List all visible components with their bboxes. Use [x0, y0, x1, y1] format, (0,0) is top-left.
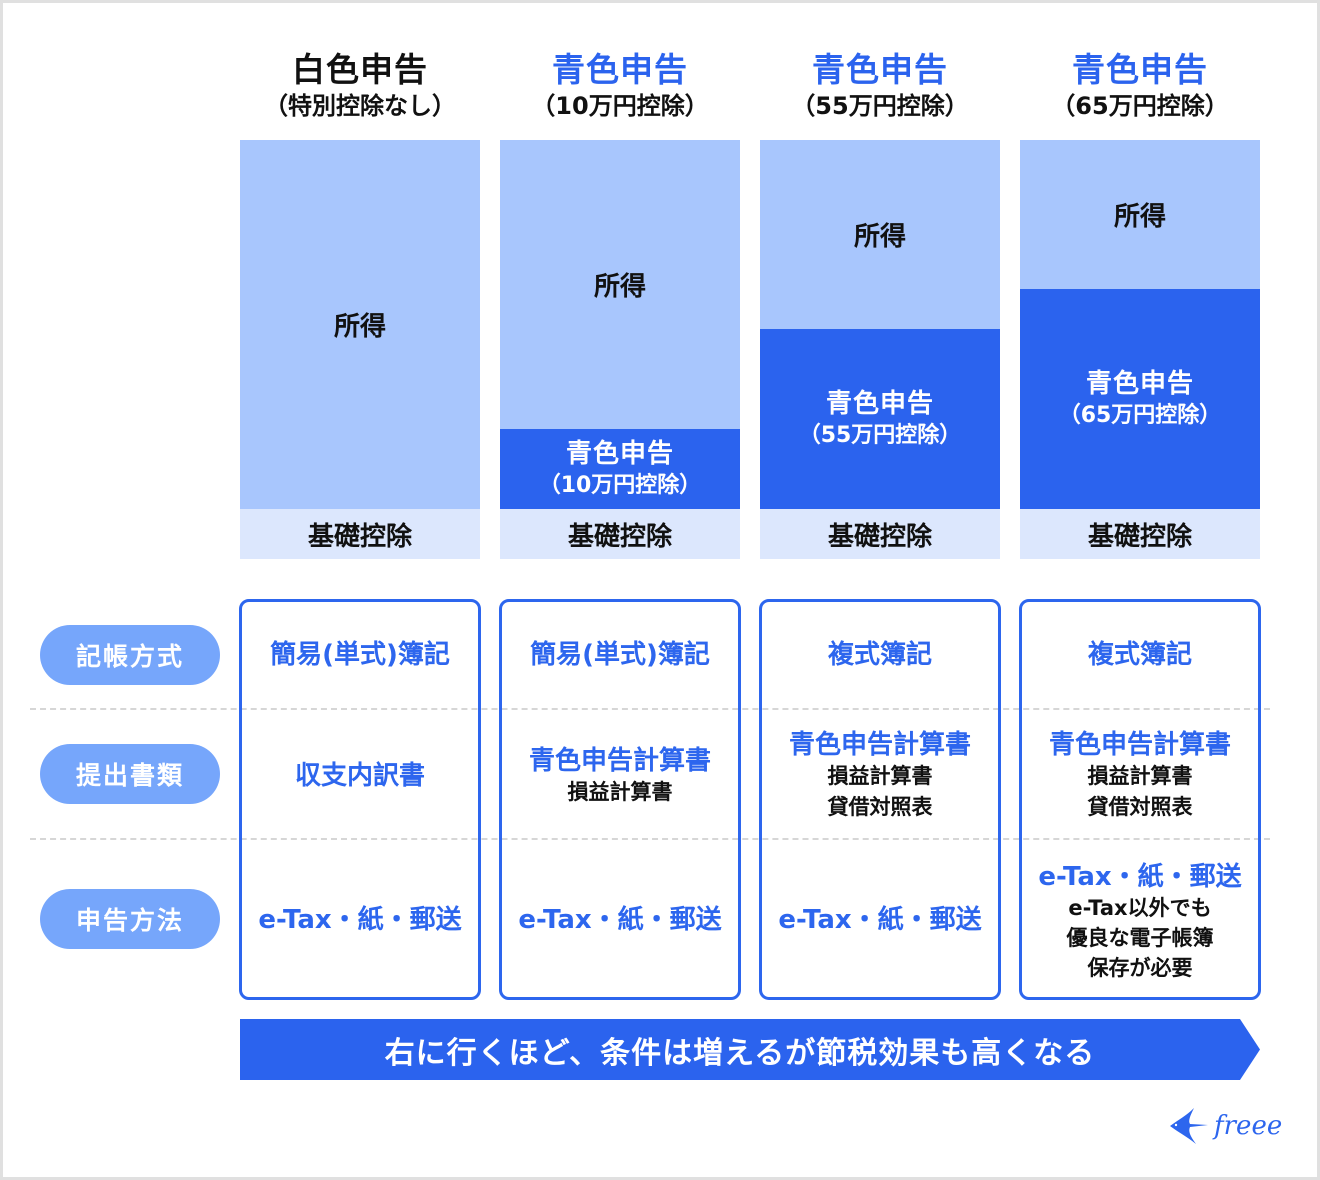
column-header-white: 白色申告 （特別控除なし）: [240, 50, 480, 122]
requirements-card-blue-65: 複式簿記 青色申告計算書 損益計算書 貸借対照表 e-Tax・紙・郵送 e-Ta…: [1019, 599, 1261, 1000]
deduction-label: 青色申告: [1085, 369, 1194, 399]
base-deduction-segment: 基礎控除: [500, 509, 740, 559]
filing-method: e-Tax・紙・郵送: [518, 904, 722, 935]
filing-note: e-Tax以外でも: [1068, 896, 1212, 920]
row-label-bookkeeping: 記帳方式: [40, 625, 220, 685]
filing-method: e-Tax・紙・郵送: [258, 904, 462, 935]
deduction-label: 青色申告: [565, 439, 674, 469]
deduction-amount: （55万円控除）: [798, 423, 962, 448]
column-header-blue-65: 青色申告 （65万円控除）: [1020, 50, 1260, 122]
column-title: 白色申告: [292, 50, 428, 89]
column-subtitle: （特別控除なし）: [264, 92, 456, 120]
documents-main: 青色申告計算書: [528, 745, 711, 776]
bookkeeping-method: 複式簿記: [1087, 640, 1192, 670]
documents-main: 青色申告計算書: [1048, 730, 1231, 760]
base-deduction-segment: 基礎控除: [760, 509, 1000, 559]
documents-sub: 損益計算書: [1087, 764, 1193, 788]
row-label-text: 提出書類: [75, 761, 184, 790]
base-deduction-segment: 基礎控除: [240, 509, 480, 559]
row-label-text: 申告方法: [75, 906, 184, 935]
income-segment: 所得: [1020, 140, 1260, 289]
row-divider: [30, 708, 1270, 710]
income-segment: 所得: [240, 140, 480, 509]
column-title: 青色申告: [552, 50, 688, 89]
deduction-amount: （10万円控除）: [538, 473, 702, 498]
documents-sub: 貸借対照表: [827, 795, 933, 819]
income-label: 所得: [593, 272, 646, 302]
income-segment: 所得: [500, 140, 740, 429]
bookkeeping-method: 簡易(単式)簿記: [270, 640, 450, 670]
row-label-filing: 申告方法: [40, 889, 220, 949]
documents-sub: 損益計算書: [827, 764, 933, 788]
column-subtitle: （10万円控除）: [531, 92, 709, 120]
requirements-card-blue-10: 簡易(単式)簿記 青色申告計算書 損益計算書 e-Tax・紙・郵送: [499, 599, 741, 1000]
base-deduction-label: 基礎控除: [1087, 521, 1192, 552]
documents-main: 収支内訳書: [294, 761, 425, 791]
blue-deduction-segment: 青色申告 （55万円控除）: [760, 329, 1000, 509]
column-subtitle: （65万円控除）: [1051, 92, 1229, 120]
base-deduction-segment: 基礎控除: [1020, 509, 1260, 559]
column-header-blue-10: 青色申告 （10万円控除）: [500, 50, 740, 122]
deduction-label: 青色申告: [825, 389, 934, 419]
column-title: 青色申告: [1072, 50, 1208, 89]
base-deduction-label: 基礎控除: [567, 521, 672, 552]
deduction-amount: （65万円控除）: [1058, 403, 1222, 428]
income-label: 所得: [333, 312, 386, 342]
blue-deduction-segment: 青色申告 （10万円控除）: [500, 429, 740, 509]
stacked-bar-blue-65: 所得 青色申告 （65万円控除） 基礎控除: [1020, 140, 1260, 559]
row-label-documents: 提出書類: [40, 744, 220, 804]
filing-note: 優良な電子帳簿: [1066, 926, 1214, 950]
filing-method: e-Tax・紙・郵送: [778, 904, 982, 935]
row-label-text: 記帳方式: [75, 642, 184, 671]
logo-wordmark: freee: [1214, 1111, 1283, 1141]
stacked-bar-white: 所得 基礎控除: [240, 140, 480, 559]
documents-main: 青色申告計算書: [788, 730, 971, 760]
requirements-card-white: 簡易(単式)簿記 収支内訳書 e-Tax・紙・郵送: [239, 599, 481, 1000]
filing-method: e-Tax・紙・郵送: [1038, 862, 1242, 892]
bird-icon: [1170, 1108, 1208, 1144]
income-label: 所得: [1113, 202, 1166, 232]
arrow-banner-text: 右に行くほど、条件は増えるが節税効果も高くなる: [384, 1035, 1096, 1071]
blue-deduction-segment: 青色申告 （65万円控除）: [1020, 289, 1260, 509]
income-label: 所得: [853, 222, 906, 252]
base-deduction-label: 基礎控除: [307, 521, 412, 552]
row-divider: [30, 838, 1270, 840]
documents-sub: 損益計算書: [567, 779, 673, 804]
documents-sub: 貸借対照表: [1087, 795, 1193, 819]
column-title: 青色申告: [812, 50, 948, 89]
requirements-card-blue-55: 複式簿記 青色申告計算書 損益計算書 貸借対照表 e-Tax・紙・郵送: [759, 599, 1001, 1000]
arrow-shape-icon: [240, 1019, 1260, 1080]
filing-note: 保存が必要: [1087, 956, 1193, 980]
stacked-bar-blue-55: 所得 青色申告 （55万円控除） 基礎控除: [760, 140, 1000, 559]
freee-logo: freee: [1168, 1104, 1288, 1148]
income-segment: 所得: [760, 140, 1000, 329]
bookkeeping-method: 複式簿記: [827, 640, 932, 670]
column-subtitle: （55万円控除）: [791, 92, 969, 120]
stacked-bar-blue-10: 所得 青色申告 （10万円控除） 基礎控除: [500, 140, 740, 559]
column-header-blue-55: 青色申告 （55万円控除）: [760, 50, 1000, 122]
base-deduction-label: 基礎控除: [827, 521, 932, 552]
progression-arrow-banner: 右に行くほど、条件は増えるが節税効果も高くなる: [240, 1019, 1260, 1080]
bookkeeping-method: 簡易(単式)簿記: [530, 640, 710, 670]
